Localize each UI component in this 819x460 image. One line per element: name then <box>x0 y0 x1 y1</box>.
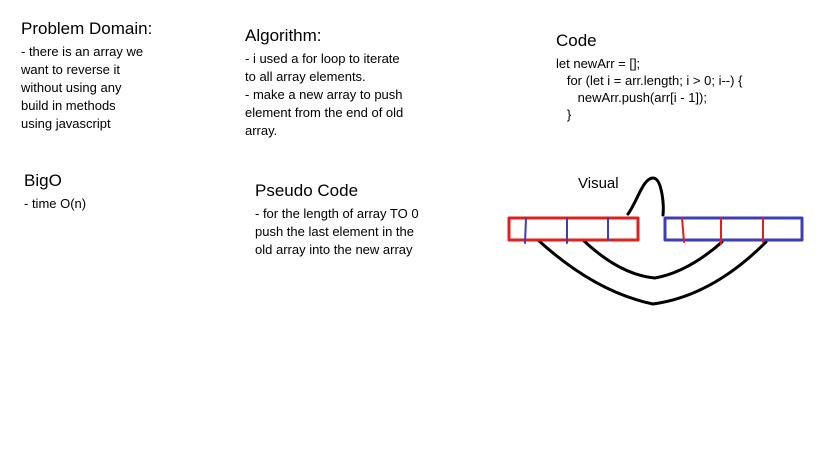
algorithm-line: - make a new array to push <box>245 87 403 102</box>
algorithm-line: to all array elements. <box>245 69 366 84</box>
problem-domain-line: using javascript <box>21 116 111 131</box>
problem-domain-section: Problem Domain: - there is an array we w… <box>21 19 152 133</box>
visual-title: Visual <box>578 175 619 192</box>
pseudo-code-title: Pseudo Code <box>255 181 359 200</box>
code-line: } <box>556 107 572 122</box>
algorithm-line: - i used a for loop to iterate <box>245 51 400 66</box>
algorithm-section: Algorithm: - i used a for loop to iterat… <box>245 26 403 140</box>
bigo-section: BigO - time O(n) <box>24 171 86 213</box>
new-array-box <box>663 216 804 242</box>
algorithm-line: element from the end of old <box>245 105 404 120</box>
code-title: Code <box>556 31 597 50</box>
pseudo-code-line: push the last element in the <box>255 224 414 239</box>
pseudo-code-line: old array into the new array <box>255 242 413 257</box>
code-line: let newArr = []; <box>556 56 641 71</box>
old-array-box <box>507 216 640 242</box>
pseudo-code-section: Pseudo Code - for the length of array TO… <box>255 181 419 259</box>
code-line: newArr.push(arr[i - 1]); <box>556 90 707 105</box>
problem-domain-line: without using any <box>21 80 122 95</box>
inner-curve <box>581 238 724 280</box>
new-array-divider <box>681 217 685 243</box>
algorithm-title: Algorithm: <box>245 26 322 45</box>
code-section: Code let newArr = []; for (let i = arr.l… <box>556 31 742 123</box>
bigo-line: - time O(n) <box>24 196 87 211</box>
algorithm-line: array. <box>245 123 278 138</box>
bigo-title: BigO <box>24 171 62 190</box>
problem-domain-line: build in methods <box>21 98 116 113</box>
outer-curve <box>536 238 768 306</box>
problem-domain-line: - there is an array we <box>21 44 144 59</box>
problem-domain-line: want to reverse it <box>21 62 120 77</box>
problem-domain-title: Problem Domain: <box>21 19 153 38</box>
pseudo-code-line: - for the length of array TO 0 <box>255 206 419 221</box>
old-array-divider <box>524 217 527 244</box>
code-line: for (let i = arr.length; i > 0; i--) { <box>556 73 743 88</box>
pointer-arc <box>626 176 665 217</box>
